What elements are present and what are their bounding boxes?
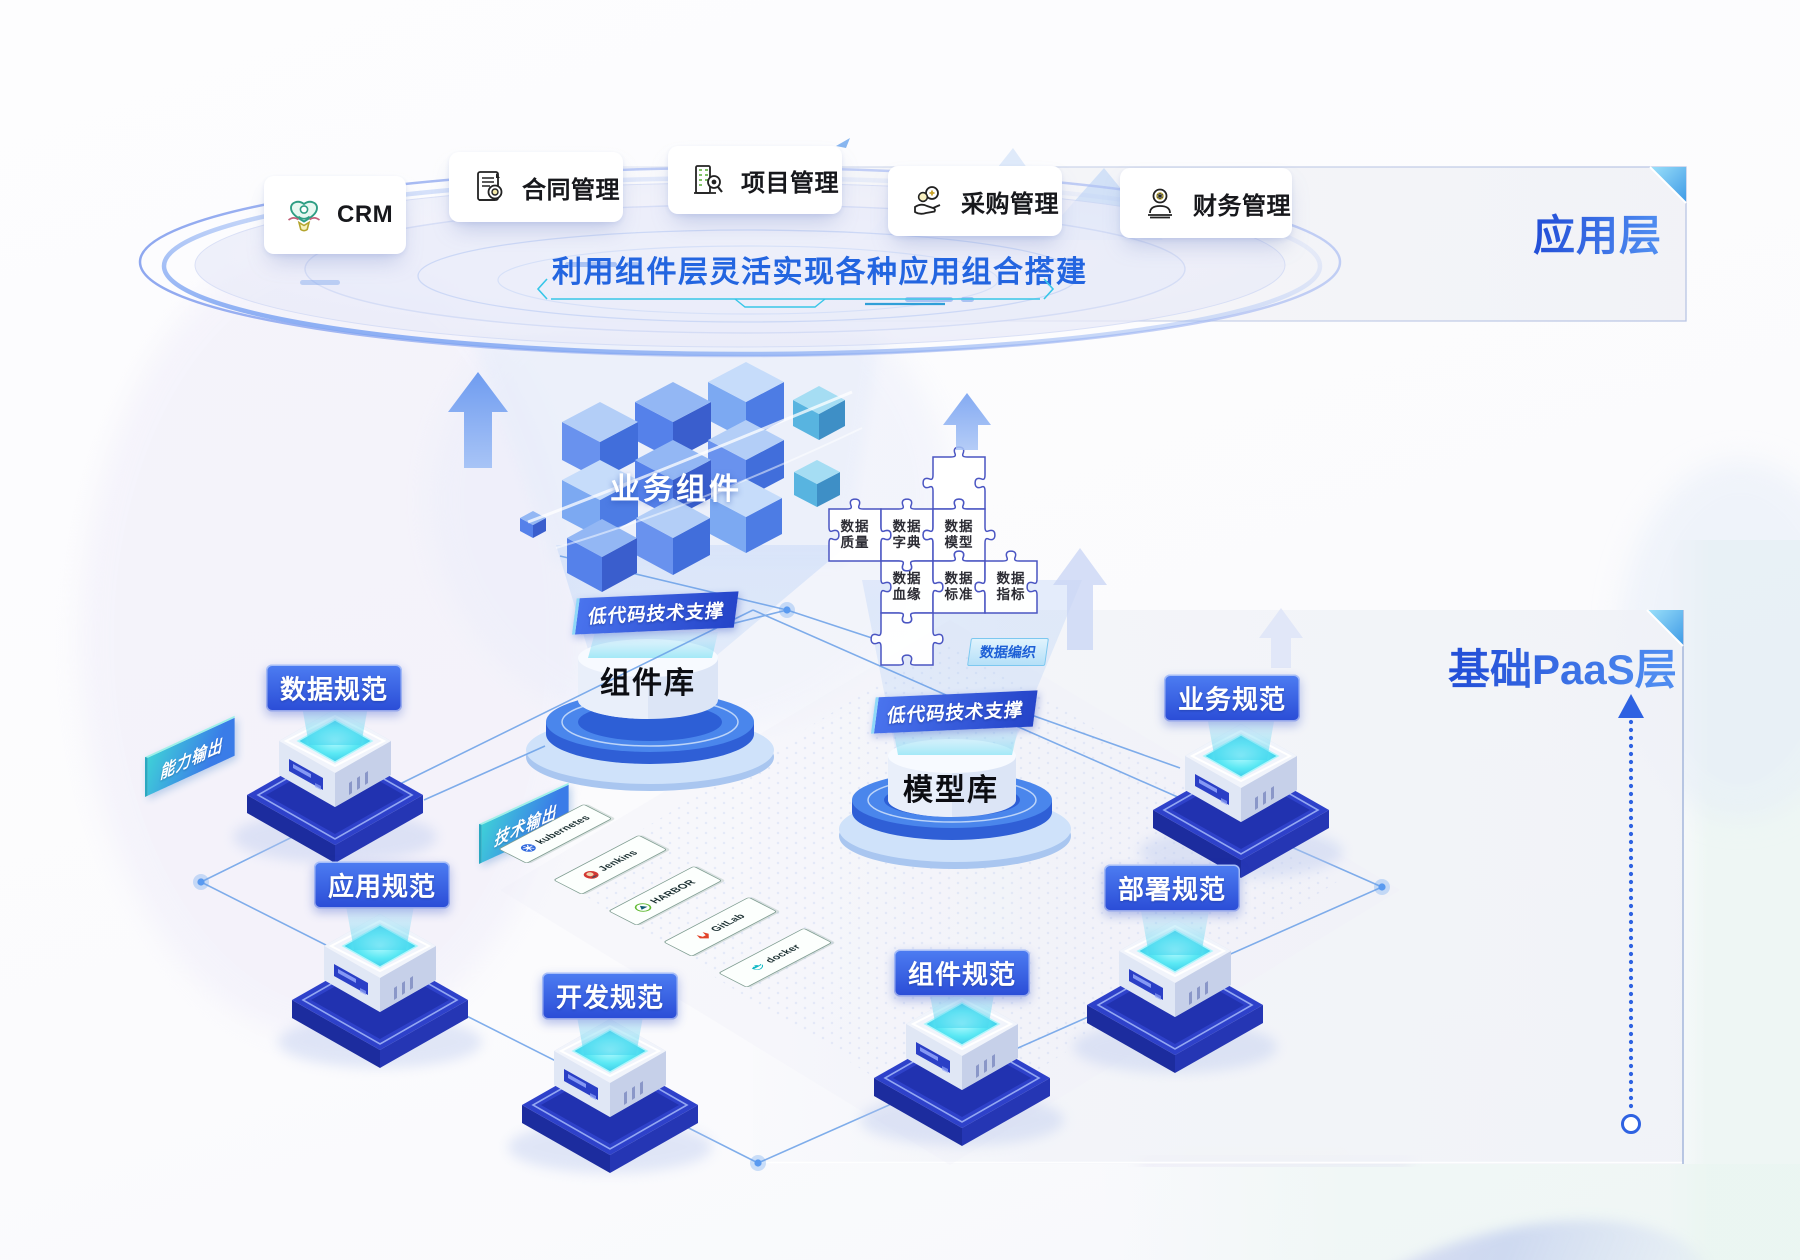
station-label-text: 组件规范 [907, 959, 1017, 990]
tagline-decoration [535, 277, 1055, 314]
puzzle-label-line1: 数据 [892, 571, 922, 586]
puzzle-label-line2: 标准 [944, 587, 974, 602]
app-card[interactable]: 采购管理 [888, 166, 1062, 236]
station-label: 部署规范 [1103, 864, 1241, 912]
station-label-text: 数据规范 [279, 674, 389, 705]
station-label: 应用规范 [313, 861, 451, 909]
tech-chip-label: docker [762, 943, 804, 965]
tech-chip: kubernetes [498, 803, 613, 864]
tech-logo-icon [746, 961, 770, 973]
model-library-label: 模型库 [903, 774, 999, 807]
station-label-text: 开发规范 [555, 982, 665, 1013]
puzzle-label-line2: 字典 [892, 535, 922, 550]
lowcode-banner-right: 低代码技术支撑 [870, 690, 1038, 734]
puzzle-label-line2: 血缘 [892, 587, 922, 602]
station-label-text: 应用规范 [327, 871, 437, 902]
puzzle-piece-p-metric [974, 550, 1038, 614]
tech-logo-icon [516, 842, 540, 854]
app-card[interactable]: 财务管理 [1120, 168, 1292, 238]
lowcode-banner-left: 低代码技术支撑 [571, 591, 739, 635]
business-component-label: 业务组件 [610, 473, 742, 506]
puzzle-label-line1: 数据 [892, 519, 922, 534]
puzzle-label-line2: 质量 [840, 535, 870, 550]
puzzle-label-p-metric: 数据 指标 [997, 571, 1026, 603]
app-card[interactable]: 合同管理 [449, 152, 623, 222]
puzzle-label-line1: 数据 [996, 571, 1026, 586]
puzzle-label-p-standard: 数据 标准 [945, 571, 974, 603]
app-card-label: 采购管理 [961, 190, 1059, 218]
app-card-label: 合同管理 [522, 176, 620, 204]
dashed-progress-line [1618, 694, 1644, 1134]
station-label-text: 部署规范 [1117, 874, 1227, 905]
tech-chip: docker [718, 927, 833, 988]
app-icon-1 [469, 167, 509, 207]
data-fabric-label: 数据编织 [967, 638, 1049, 666]
tech-logo-icon [691, 929, 715, 941]
app-layer-title: 应用层 [1533, 202, 1662, 263]
capability-output-text: 能力输出 [159, 734, 223, 783]
puzzle-piece-blank-bot [870, 612, 944, 666]
tech-logo-icon [579, 869, 603, 881]
app-icon-3 [908, 181, 948, 221]
app-icon-0 [284, 195, 324, 235]
puzzle-grid [828, 446, 1038, 666]
puzzle-label-line1: 数据 [944, 571, 974, 586]
puzzle-label-line2: 指标 [996, 587, 1026, 602]
tech-logo-icon [631, 901, 655, 913]
app-card-label: 财务管理 [1193, 192, 1291, 220]
up-arrows [448, 372, 1303, 668]
puzzle-label-p-model: 数据 模型 [945, 519, 974, 551]
app-card[interactable]: CRM [264, 176, 406, 254]
app-card-label: CRM [337, 201, 394, 228]
tech-chip-label: HARBOR [647, 878, 699, 905]
tech-chip-label: GitLab [708, 912, 748, 934]
tech-chip-label: Jenkins [595, 848, 641, 873]
app-icon-4 [1140, 183, 1180, 223]
component-library-label: 组件库 [600, 667, 696, 700]
paas-layer-title: 基础PaaS层 [1448, 636, 1677, 697]
station-label: 业务规范 [1163, 674, 1301, 722]
app-icon-2 [688, 160, 728, 200]
station-label: 组件规范 [893, 949, 1031, 997]
tech-chip: GitLab [663, 896, 778, 957]
puzzle-label-p-lineage: 数据 血缘 [893, 571, 922, 603]
puzzle-label-line1: 数据 [840, 519, 870, 534]
puzzle-label-line2: 模型 [944, 535, 974, 550]
puzzle-label-line1: 数据 [944, 519, 974, 534]
puzzle-label-p-quality: 数据 质量 [841, 519, 870, 551]
tech-chip: Jenkins [553, 834, 668, 895]
app-card[interactable]: 项目管理 [668, 146, 842, 214]
station-label-text: 业务规范 [1177, 684, 1287, 715]
station-label: 开发规范 [541, 972, 679, 1020]
puzzle-label-p-dict: 数据 字典 [893, 519, 922, 551]
station-label: 数据规范 [265, 664, 403, 712]
capability-output-ribbon: 能力输出 [145, 715, 235, 797]
tagline-text: 利用组件层灵活实现各种应用组合搭建 [552, 256, 1088, 289]
tech-chip: HARBOR [608, 865, 723, 926]
app-card-label: 项目管理 [741, 169, 839, 197]
business-component-cubes [520, 362, 863, 592]
